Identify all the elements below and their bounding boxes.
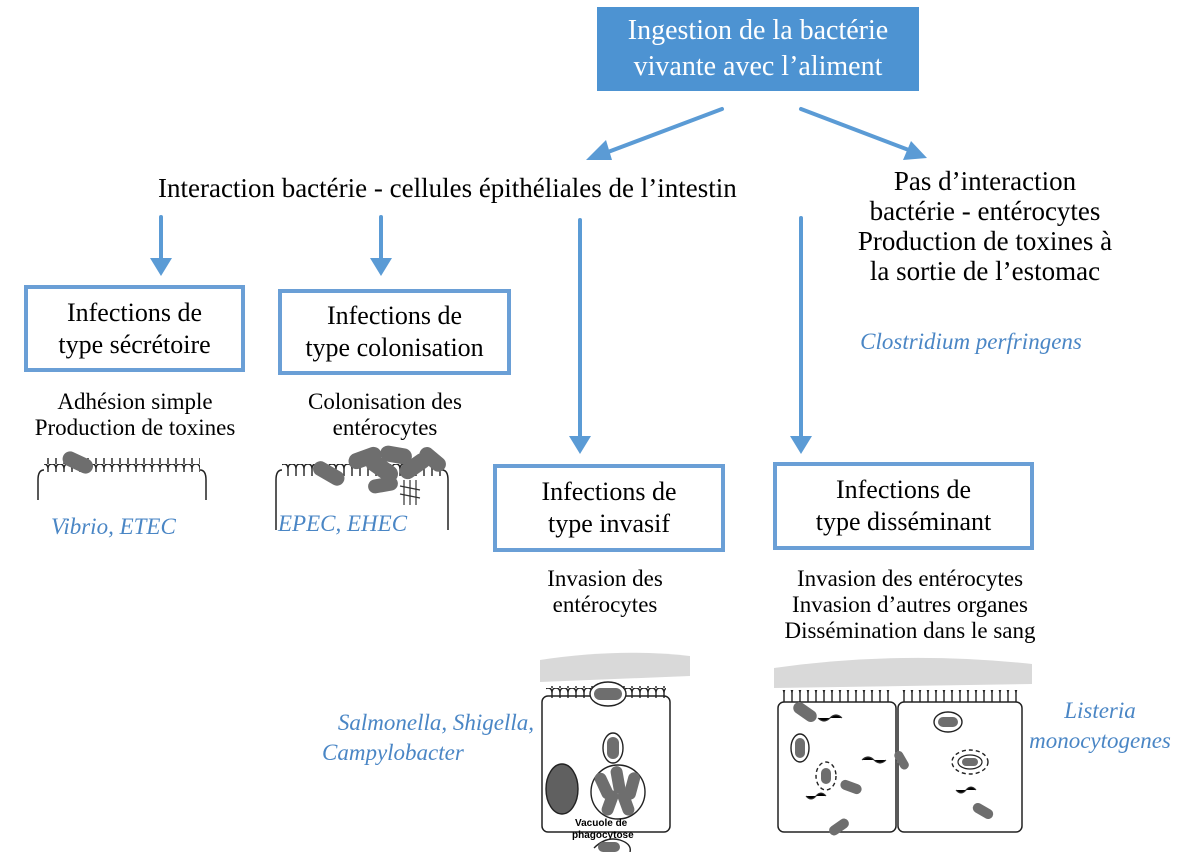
arrow-to-no-interaction <box>799 107 916 154</box>
no-interaction-line4: la sortie de l’estomac <box>869 256 1101 286</box>
disseminating-cell-illustration <box>774 657 1032 836</box>
ingestion-line1: Ingestion de la bactérie <box>627 15 889 46</box>
secretory-title1: Infections de <box>66 297 202 327</box>
interaction-heading: Interaction bactérie - cellules épithéli… <box>158 173 737 203</box>
colonisation-desc1: Colonisation des <box>308 389 462 414</box>
nucleus <box>545 763 579 815</box>
colonisation-box: Infections de type colonisation <box>278 289 511 375</box>
vibrio-label: Vibrio, ETEC <box>51 514 176 539</box>
colonisation-title2: type colonisation <box>305 333 484 362</box>
secretory-desc2: Production de toxines <box>34 415 236 440</box>
arrow-to-interaction <box>598 107 724 157</box>
listeria-label: Listeria monocytogenes <box>1020 696 1180 756</box>
invasive-desc: Invasion des entérocytes <box>500 566 710 618</box>
salmonella-line2: Campylobacter <box>322 740 464 765</box>
secretory-box: Infections de type sécrétoire <box>24 285 245 372</box>
invasive-title1: Infections de <box>541 477 677 506</box>
no-interaction-line2: bactérie - entérocytes <box>869 196 1101 226</box>
invasive-title2: type invasif <box>547 509 671 538</box>
no-interaction-line3: Production de toxines à <box>857 226 1113 256</box>
listeria-line1: Listeria <box>1064 698 1136 723</box>
secretory-desc: Adhésion simple Production de toxines <box>10 389 260 441</box>
invasive-cell-illustration: Vacuole de phagocytose <box>540 652 690 852</box>
invasive-desc2: entérocytes <box>552 592 658 617</box>
salmonella-label: Salmonella, Shigella, Campylobacter <box>322 708 534 768</box>
no-interaction-block: Pas d’interaction bactérie - entérocytes… <box>830 166 1140 286</box>
vacuole-label-line1: Vacuole de <box>575 818 628 829</box>
salmonella-line1: Salmonella, Shigella, <box>337 710 534 735</box>
secretory-bacterium <box>62 451 93 474</box>
clostridium-label: Clostridium perfringens <box>860 329 1082 354</box>
secretory-desc1: Adhésion simple <box>57 389 213 414</box>
colonisation-desc2: entérocytes <box>332 415 438 440</box>
secretory-title2: type sécrétoire <box>58 329 211 359</box>
disseminating-desc3: Dissémination dans le sang <box>784 618 1036 643</box>
disseminating-desc: Invasion des entérocytes Invasion d’autr… <box>760 566 1060 644</box>
secretory-cell-illustration <box>37 451 207 500</box>
vacuole-label-line2: phagocytose <box>572 830 634 841</box>
disseminating-title1: Infections de <box>835 475 971 504</box>
listeria-line2: monocytogenes <box>1029 728 1171 753</box>
invasive-desc1: Invasion des <box>547 566 663 591</box>
ingestion-line2: vivante avec l’aliment <box>633 51 883 82</box>
no-interaction-line1: Pas d’interaction <box>893 166 1077 196</box>
colonisation-title1: Infections de <box>326 301 462 330</box>
epec-label: EPEC, EHEC <box>278 511 408 536</box>
colonisation-desc: Colonisation des entérocytes <box>280 389 490 441</box>
colonisation-cell-illustration <box>275 445 449 530</box>
invasive-box: Infections de type invasif <box>493 464 725 552</box>
disseminating-desc1: Invasion des entérocytes <box>796 566 1024 591</box>
ingestion-box: Ingestion de la bactérie vivante avec l’… <box>597 7 919 91</box>
disseminating-title2: type disséminant <box>815 507 992 536</box>
disseminating-desc2: Invasion d’autres organes <box>792 592 1028 617</box>
disseminating-box: Infections de type disséminant <box>773 462 1034 550</box>
